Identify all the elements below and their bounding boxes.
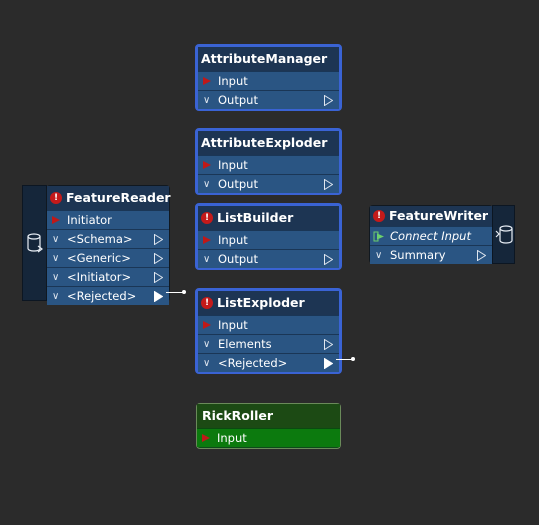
input-port-icon: [203, 77, 211, 85]
chevron-down-icon: ∨: [203, 358, 211, 369]
node-title: FeatureWriter: [389, 208, 489, 223]
chevron-down-icon: ∨: [203, 339, 211, 350]
output-port-filled-icon[interactable]: [154, 291, 163, 302]
port-label: <Initiator>: [67, 270, 132, 284]
node-header: ! ListBuilder: [198, 206, 339, 230]
output-port-icon[interactable]: [154, 234, 163, 245]
schema-port[interactable]: ∨ <Schema>: [47, 229, 169, 248]
port-label: Input: [218, 158, 248, 172]
node-header: ! ListExploder: [198, 291, 339, 315]
summary-port[interactable]: ∨ Summary: [370, 245, 492, 264]
port-label: <Rejected>: [67, 289, 137, 303]
port-label: <Generic>: [67, 251, 131, 265]
node-feature-reader[interactable]: ! FeatureReader Initiator ∨ <Schema> ∨ <G…: [46, 185, 171, 305]
output-port-icon[interactable]: [324, 95, 333, 106]
chevron-down-icon: ∨: [52, 234, 60, 245]
port-label: Connect Input: [390, 229, 471, 243]
rejected-connection-stub: [336, 359, 352, 360]
input-port-icon: [203, 161, 211, 169]
node-title: AttributeExploder: [198, 131, 339, 155]
input-port-icon: [52, 216, 60, 224]
chevron-down-icon: ∨: [52, 253, 60, 264]
feature-reader-sidebar: [22, 185, 47, 301]
warning-icon: !: [50, 191, 62, 204]
chevron-down-icon: ∨: [203, 254, 211, 265]
chevron-down-icon: ∨: [203, 95, 211, 106]
node-header: ! FeatureWriter: [370, 206, 492, 226]
warning-icon: !: [201, 211, 213, 224]
output-port-icon[interactable]: [154, 272, 163, 283]
output-port[interactable]: ∨ Output: [198, 174, 339, 193]
node-attribute-exploder[interactable]: AttributeExploder Input ∨ Output: [195, 128, 342, 195]
database-icon: [27, 233, 43, 253]
input-port[interactable]: Input: [198, 315, 339, 334]
node-title: AttributeManager: [198, 47, 339, 71]
connect-input-icon: [373, 231, 384, 242]
node-rick-roller[interactable]: RickRoller Input: [196, 403, 341, 449]
node-title: RickRoller: [197, 404, 340, 428]
input-port[interactable]: Input: [198, 155, 339, 174]
initiator-port[interactable]: Initiator: [47, 210, 169, 229]
warning-icon: !: [373, 209, 385, 222]
port-label: Output: [218, 252, 258, 266]
generic-port[interactable]: ∨ <Generic>: [47, 248, 169, 267]
input-port-icon: [203, 236, 211, 244]
node-list-exploder[interactable]: ! ListExploder Input ∨ Elements ∨ <Reject…: [195, 288, 342, 374]
chevron-down-icon: ∨: [52, 291, 60, 302]
node-title: ListBuilder: [217, 210, 294, 225]
port-label: Initiator: [67, 213, 112, 227]
port-label: Output: [218, 177, 258, 191]
port-label: Input: [217, 431, 247, 445]
database-icon: [495, 225, 513, 244]
rejected-port[interactable]: ∨ <Rejected>: [47, 286, 169, 305]
connect-input-port[interactable]: Connect Input: [370, 226, 492, 245]
port-label: Elements: [218, 337, 272, 351]
output-port-icon[interactable]: [477, 250, 486, 261]
node-feature-writer[interactable]: ! FeatureWriter Connect Input ∨ Summary: [369, 205, 493, 264]
chevron-down-icon: ∨: [52, 272, 60, 283]
warning-icon: !: [201, 296, 213, 309]
output-port-icon[interactable]: [324, 179, 333, 190]
input-port[interactable]: Input: [197, 428, 340, 447]
port-label: <Rejected>: [218, 356, 288, 370]
port-label: Input: [218, 233, 248, 247]
port-label: Input: [218, 318, 248, 332]
port-label: Output: [218, 93, 258, 107]
output-port[interactable]: ∨ Output: [198, 249, 339, 268]
chevron-down-icon: ∨: [375, 250, 383, 261]
input-port-icon: [203, 321, 211, 329]
feature-writer-sidebar: [492, 205, 515, 264]
output-port-icon[interactable]: [324, 339, 333, 350]
input-port[interactable]: Input: [198, 230, 339, 249]
node-header: ! FeatureReader: [47, 186, 171, 210]
output-port-icon[interactable]: [154, 253, 163, 264]
port-label: <Schema>: [67, 232, 133, 246]
node-title: ListExploder: [217, 295, 305, 310]
input-port[interactable]: Input: [198, 71, 339, 90]
output-port-icon[interactable]: [324, 254, 333, 265]
output-port-filled-icon[interactable]: [324, 358, 333, 369]
rejected-connection-stub: [166, 292, 183, 293]
port-label: Input: [218, 74, 248, 88]
node-list-builder[interactable]: ! ListBuilder Input ∨ Output: [195, 203, 342, 270]
chevron-down-icon: ∨: [203, 179, 211, 190]
input-port-icon: [202, 434, 210, 442]
elements-port[interactable]: ∨ Elements: [198, 334, 339, 353]
node-title: FeatureReader: [66, 190, 171, 205]
connection-end-dot[interactable]: [182, 290, 186, 294]
node-attribute-manager[interactable]: AttributeManager Input ∨ Output: [195, 44, 342, 111]
connection-end-dot[interactable]: [351, 357, 355, 361]
initiator-out-port[interactable]: ∨ <Initiator>: [47, 267, 169, 286]
rejected-port[interactable]: ∨ <Rejected>: [198, 353, 339, 372]
output-port[interactable]: ∨ Output: [198, 90, 339, 109]
port-label: Summary: [390, 248, 446, 262]
